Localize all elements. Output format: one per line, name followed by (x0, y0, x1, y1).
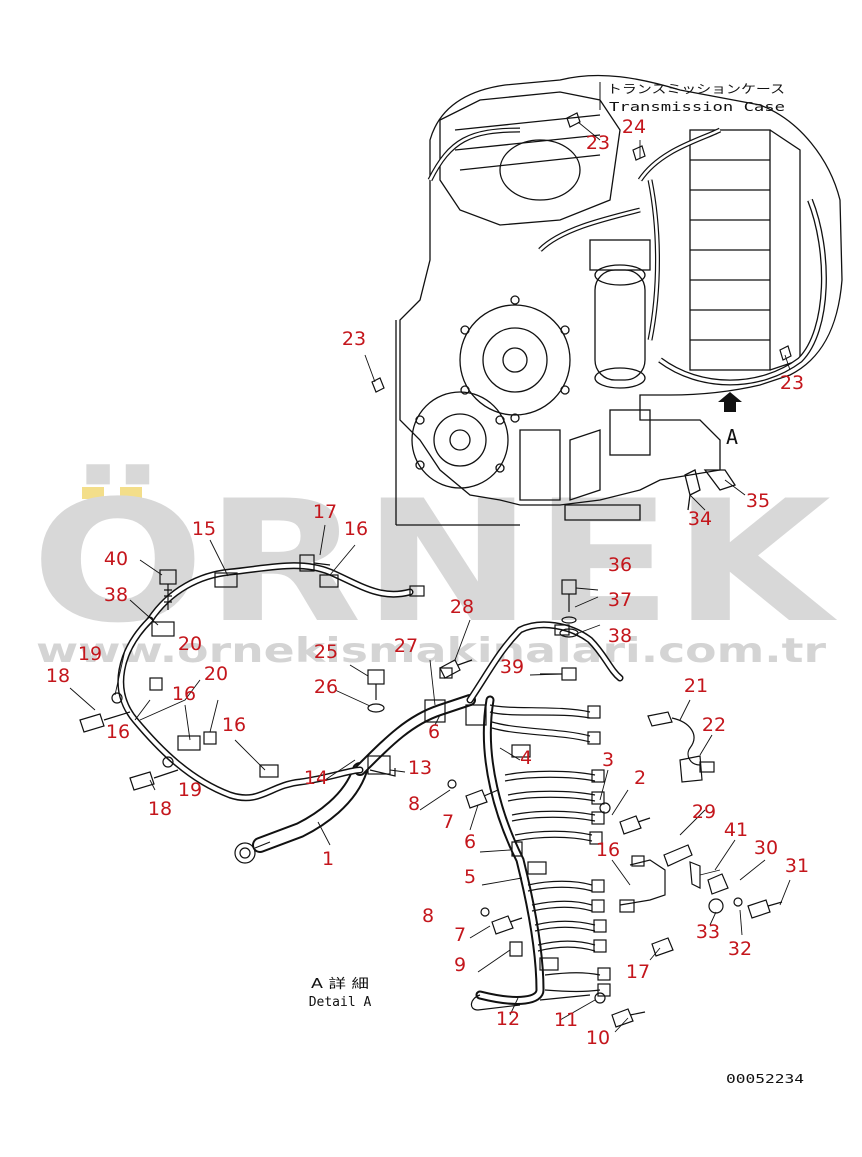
callout-18a: 18 (46, 665, 70, 687)
callout-23a: 23 (586, 132, 610, 154)
callout-38b: 38 (104, 584, 128, 606)
transmission-caption-en: Transmission Case (609, 100, 785, 114)
watermark-brand: ÖRNEK (31, 464, 838, 660)
callout-10: 10 (586, 1027, 610, 1049)
callout-23c: 23 (780, 372, 804, 394)
harness-left (117, 562, 476, 853)
callout-22: 22 (702, 714, 726, 736)
callout-24: 24 (622, 116, 646, 138)
callout-35: 35 (746, 490, 770, 512)
callout-30: 30 (754, 837, 778, 859)
watermark-site: www.ornekismakinalari.com.tr (36, 631, 826, 671)
callout-32: 32 (728, 938, 752, 960)
watermark: ÖRNEK www.ornekismakinalari.com.tr (31, 464, 838, 671)
callout-18b: 18 (148, 798, 172, 820)
watermark-accent-right (120, 487, 142, 499)
callout-40: 40 (104, 548, 128, 570)
callout-20b: 20 (204, 663, 228, 685)
callout-7b: 7 (454, 924, 466, 946)
detail-caption-jp: A 詳 細 (311, 976, 369, 992)
callout-34: 34 (688, 508, 712, 530)
detail-caption-en: Detail A (309, 995, 372, 1010)
callout-6b: 6 (428, 721, 440, 743)
callout-39: 39 (500, 656, 524, 678)
callout-11: 11 (554, 1009, 578, 1031)
callout-5: 5 (464, 866, 476, 888)
callout-26: 26 (314, 676, 338, 698)
callout-16c: 16 (222, 714, 246, 736)
callout-8b: 8 (422, 905, 434, 927)
callout-1: 1 (322, 848, 334, 870)
callout-15: 15 (192, 518, 216, 540)
callout-29: 29 (692, 801, 716, 823)
callout-2: 2 (634, 767, 646, 789)
callout-37: 37 (608, 589, 632, 611)
callout-23b: 23 (342, 328, 366, 350)
callout-31: 31 (785, 855, 809, 877)
callout-16e: 16 (596, 839, 620, 861)
callout-21: 21 (684, 675, 708, 697)
callout-17a: 17 (313, 501, 337, 523)
callout-19b: 19 (178, 779, 202, 801)
harness-right-branches (369, 579, 783, 1028)
view-letter: A (726, 425, 738, 449)
callout-41: 41 (724, 819, 748, 841)
detail-caption: A 詳 細 Detail A (309, 976, 372, 1010)
callout-28: 28 (450, 596, 474, 618)
transmission-assembly (395, 74, 843, 526)
leader-lines (69, 121, 791, 1033)
callout-7a: 7 (442, 811, 454, 833)
callout-38a: 38 (608, 625, 632, 647)
drawing-number: 00052234 (726, 1072, 804, 1086)
callout-17b: 17 (626, 961, 650, 983)
callout-16b: 16 (172, 683, 196, 705)
callout-20a: 20 (178, 633, 202, 655)
callout-16d: 16 (106, 721, 130, 743)
harness-right (466, 621, 624, 1005)
transmission-caption: トランスミッションケース Transmission Case (599, 82, 785, 114)
callout-4: 4 (520, 747, 532, 769)
transmission-caption-jp: トランスミッションケース (607, 82, 785, 96)
callout-33: 33 (696, 921, 720, 943)
callout-13: 13 (408, 757, 432, 779)
callout-12: 12 (496, 1008, 520, 1030)
callout-14: 14 (304, 767, 328, 789)
callout-25: 25 (314, 641, 338, 663)
callout-8a: 8 (408, 793, 420, 815)
view-arrow: A (718, 392, 742, 449)
callout-16a: 16 (344, 518, 368, 540)
callout-19a: 19 (78, 643, 102, 665)
callout-36: 36 (608, 554, 632, 576)
watermark-accent-left (82, 487, 104, 499)
top-hardware (371, 112, 792, 393)
callout-3: 3 (602, 749, 614, 771)
callout-9: 9 (454, 954, 466, 976)
callouts: 1 2 3 4 5 6 6 7 7 8 8 9 10 11 12 13 14 1… (46, 116, 809, 1049)
callout-6a: 6 (464, 831, 476, 853)
callout-27: 27 (394, 635, 418, 657)
harness-left-details (79, 554, 473, 864)
